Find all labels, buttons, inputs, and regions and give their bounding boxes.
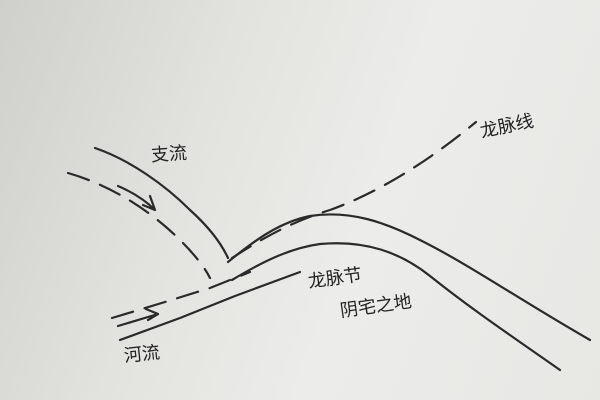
dragon-vein-line xyxy=(230,120,478,260)
river-lower-bank xyxy=(118,270,302,342)
tributary-upper-bank xyxy=(93,146,230,260)
label-river: 河流 xyxy=(122,342,161,367)
tributary-lower-bank xyxy=(66,171,212,280)
dragon-vein-lower-edge xyxy=(230,242,562,372)
tributary-flow-arrow xyxy=(116,184,157,212)
river-flow-arrow xyxy=(116,307,160,328)
dragon-vein-upper-edge xyxy=(226,213,592,342)
river-upper-bank xyxy=(110,270,252,320)
label-branch-stream: 支流 xyxy=(150,142,188,167)
